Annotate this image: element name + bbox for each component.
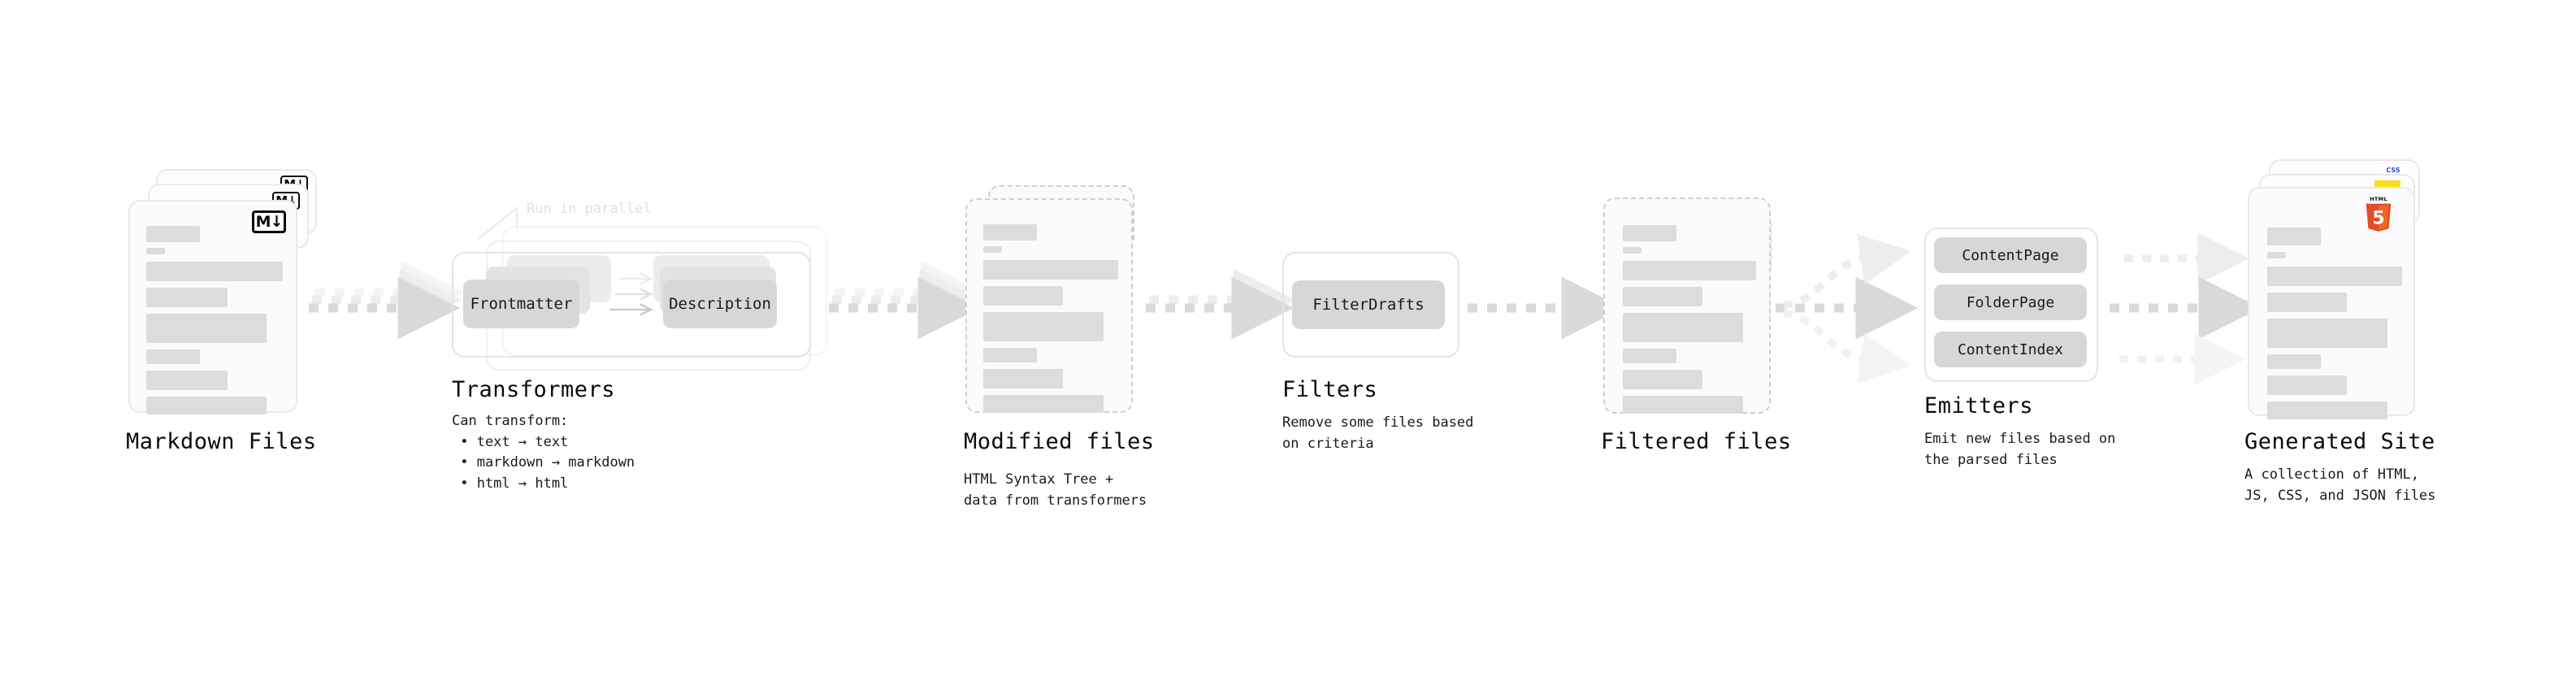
- folderpage-pill[interactable]: FolderPage: [1934, 284, 2087, 320]
- connector-filtered-to-emitters: [1776, 233, 1919, 384]
- skeleton-line: [1623, 261, 1756, 280]
- markdown-card-front: [128, 200, 297, 414]
- skeleton-line: [146, 248, 165, 254]
- skeleton-line: [2267, 375, 2347, 395]
- skeleton-line: [2267, 401, 2387, 419]
- skeleton-line: [1623, 349, 1676, 363]
- stage-caption-filters: Remove some files based on criteria: [1282, 414, 1474, 452]
- skeleton-line: [983, 312, 1104, 341]
- filters-group: [1282, 252, 1459, 358]
- emitters-group: [1924, 228, 2098, 382]
- skeleton-line: [146, 226, 200, 242]
- connector-markdown-to-transformers: [309, 261, 464, 340]
- skeleton-line: [146, 314, 267, 343]
- skeleton-line: [983, 348, 1037, 362]
- skeleton-line: [2267, 293, 2347, 312]
- skeleton-line: [983, 286, 1063, 306]
- svg-text:5: 5: [2372, 208, 2384, 228]
- frontmatter-pill[interactable]: Frontmatter: [463, 280, 579, 328]
- markdown-badge-icon: M↓: [252, 210, 286, 233]
- connector-modified-to-filters: [1146, 268, 1296, 340]
- skeleton-line: [1623, 225, 1676, 241]
- stage-title-emitters: Emitters: [1924, 393, 2034, 419]
- skeleton-line: [2267, 228, 2321, 245]
- skeleton-line: [146, 288, 228, 307]
- html5-badge-icon: HTML 5: [2366, 196, 2392, 232]
- skeleton-line: [1623, 313, 1743, 342]
- stage-caption-generated: A collection of HTML, JS, CSS, and JSON …: [2244, 466, 2436, 504]
- skeleton-line: [146, 397, 267, 414]
- contentindex-pill[interactable]: ContentIndex: [1934, 332, 2087, 367]
- stage-caption-modified: HTML Syntax Tree + data from transformer…: [964, 471, 1147, 509]
- stage-title-markdown: Markdown Files: [126, 429, 317, 454]
- run-in-parallel-annotation: Run in parallel: [527, 201, 652, 217]
- stage-caption-transformers: Can transform: • text → text • markdown …: [452, 413, 635, 492]
- skeleton-line: [2267, 319, 2387, 348]
- skeleton-line: [2267, 252, 2286, 258]
- skeleton-line: [983, 260, 1118, 280]
- skeleton-line: [1623, 370, 1702, 389]
- contentpage-pill[interactable]: ContentPage: [1934, 237, 2087, 273]
- stage-title-filtered: Filtered files: [1601, 429, 1792, 454]
- skeleton-line: [2267, 267, 2402, 286]
- skeleton-line: [1623, 396, 1743, 414]
- stage-title-filters: Filters: [1282, 377, 1378, 402]
- skeleton-line: [146, 349, 200, 364]
- filterdrafts-pill[interactable]: FilterDrafts: [1292, 280, 1445, 329]
- stage-title-generated: Generated Site: [2244, 429, 2435, 454]
- description-pill[interactable]: Description: [663, 280, 777, 328]
- skeleton-line: [1623, 247, 1641, 254]
- skeleton-line: [983, 369, 1063, 388]
- connector-transformers-to-modified: [829, 261, 984, 340]
- skeleton-line: [146, 262, 283, 281]
- skeleton-line: [1623, 287, 1702, 306]
- skeleton-line: [983, 395, 1104, 413]
- svg-text:HTML: HTML: [2370, 196, 2387, 202]
- generated-card-front: [2248, 187, 2415, 419]
- skeleton-line: [983, 224, 1037, 241]
- skeleton-line: [983, 246, 1002, 253]
- modified-card-front: [965, 198, 1133, 413]
- transformer-group-front: [452, 252, 811, 358]
- skeleton-line: [146, 371, 228, 390]
- stage-title-modified: Modified files: [964, 429, 1155, 454]
- stage-title-transformers: Transformers: [452, 377, 616, 402]
- connector-emitters-to-generated: [2110, 232, 2262, 385]
- stage-caption-emitters: Emit new files based on the parsed files: [1924, 431, 2116, 468]
- filtered-card-front: [1603, 197, 1771, 414]
- skeleton-line: [2267, 354, 2321, 369]
